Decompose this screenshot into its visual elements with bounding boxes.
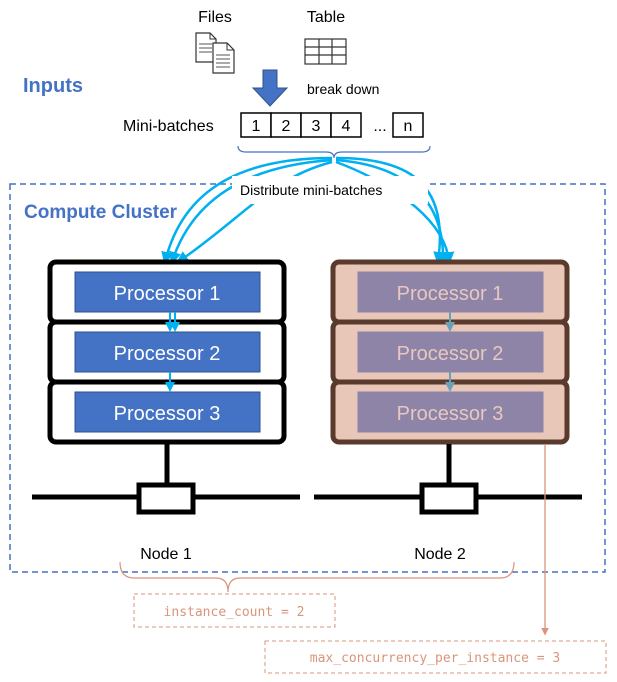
- node-2-processor-3: [357, 391, 544, 433]
- node-2-processor-2-label: Processor 2: [397, 343, 504, 365]
- distribute-label-bg: [232, 176, 428, 204]
- node-2-processor-1: [357, 271, 544, 313]
- mini-batch-label-1: 1: [252, 118, 261, 135]
- node-2-processor-3-label: Processor 3: [397, 403, 504, 425]
- mini-batch-label-3: 3: [312, 118, 321, 135]
- inputs-title: Inputs: [23, 75, 83, 97]
- mini-batch-row: 1 2 3 4 n: [240, 112, 424, 138]
- break-down-arrow-icon: [251, 69, 289, 107]
- node-2-network-port: [419, 482, 479, 515]
- node-1-processor-2: [74, 331, 261, 373]
- instance-count-box: [133, 593, 336, 628]
- node-1-network-port: [136, 482, 196, 515]
- mini-batches-label: Mini-batches: [123, 118, 214, 135]
- compute-cluster-box: [9, 183, 606, 573]
- distribute-label: Distribute mini-batches: [240, 182, 382, 198]
- node-1-label: Node 1: [140, 546, 192, 563]
- mini-batch-box-n: [392, 112, 424, 138]
- node-1-processor-1: [74, 271, 261, 313]
- mini-batch-box-1: [240, 112, 272, 138]
- node-1: Processor 1 Processor 2 Processor 3: [32, 259, 300, 515]
- node-1-processor-2-label: Processor 2: [114, 343, 221, 365]
- max-concurrency-text: max_concurrency_per_instance = 3: [310, 651, 560, 666]
- break-down-label: break down: [307, 81, 379, 97]
- mini-batch-box-4: [330, 112, 362, 138]
- mini-batch-label-4: 4: [342, 118, 351, 135]
- table-icon: [304, 38, 347, 65]
- compute-cluster-title: Compute Cluster: [24, 202, 178, 223]
- node-1-processor-3-label: Processor 3: [114, 403, 221, 425]
- node-1-processor-1-label: Processor 1: [114, 283, 221, 305]
- batch-ellipsis: ...: [373, 118, 386, 135]
- mini-batch-box-3: [300, 112, 332, 138]
- distribute-arrows: [161, 156, 455, 265]
- table-label: Table: [307, 9, 345, 26]
- node-2-processor-1-label: Processor 1: [397, 283, 504, 305]
- mini-batch-label-2: 2: [282, 118, 291, 135]
- instance-count-text: instance_count = 2: [164, 605, 305, 620]
- instance-brace: [119, 561, 515, 593]
- node-2-label: Node 2: [414, 546, 466, 563]
- mini-batch-box-2: [270, 112, 302, 138]
- mini-batch-label-n: n: [404, 118, 413, 135]
- max-concurrency-box: [264, 640, 607, 674]
- node-2: Processor 1 Processor 2 Processor 3: [314, 259, 582, 515]
- files-label: Files: [198, 9, 232, 26]
- batch-brace: [237, 145, 431, 159]
- node-1-processor-3: [74, 391, 261, 433]
- files-icon: [195, 32, 235, 74]
- node-2-processor-2: [357, 331, 544, 373]
